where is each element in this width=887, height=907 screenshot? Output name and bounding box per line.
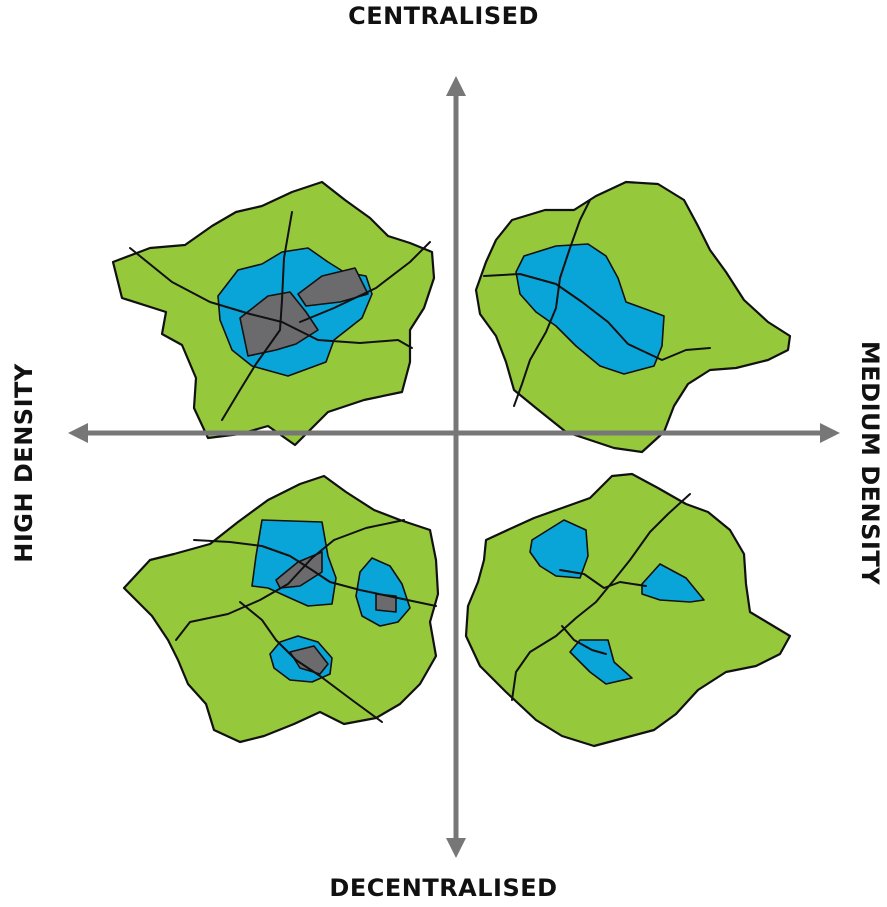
core-area xyxy=(289,645,329,675)
road xyxy=(193,539,437,607)
axis-label-decentralised: DECENTRALISED xyxy=(329,874,558,902)
quadrant-medium-density-decentralised xyxy=(464,472,792,748)
road xyxy=(129,247,413,349)
road xyxy=(513,199,591,407)
axis-label-high-density: HIGH DENSITY xyxy=(10,363,38,563)
core-area xyxy=(297,267,369,307)
water-area xyxy=(569,639,633,685)
land-area xyxy=(464,472,792,748)
water-area xyxy=(251,519,337,607)
road xyxy=(483,273,711,361)
quadrant-medium-density-centralised xyxy=(474,180,792,454)
quadrant-high-density-centralised xyxy=(111,180,436,447)
axis-label-medium-density: MEDIUM DENSITY xyxy=(856,340,884,586)
water-area xyxy=(529,519,589,579)
water-area xyxy=(641,563,705,603)
core-area xyxy=(239,291,319,357)
axis-label-centralised: CENTRALISED xyxy=(348,2,539,30)
road xyxy=(239,601,383,723)
road xyxy=(221,211,293,421)
road xyxy=(299,241,431,323)
quadrant-high-density-decentralised xyxy=(122,474,440,744)
road xyxy=(511,493,691,701)
road xyxy=(561,625,607,655)
road xyxy=(175,519,405,641)
land-area xyxy=(122,474,440,744)
road xyxy=(559,569,647,589)
